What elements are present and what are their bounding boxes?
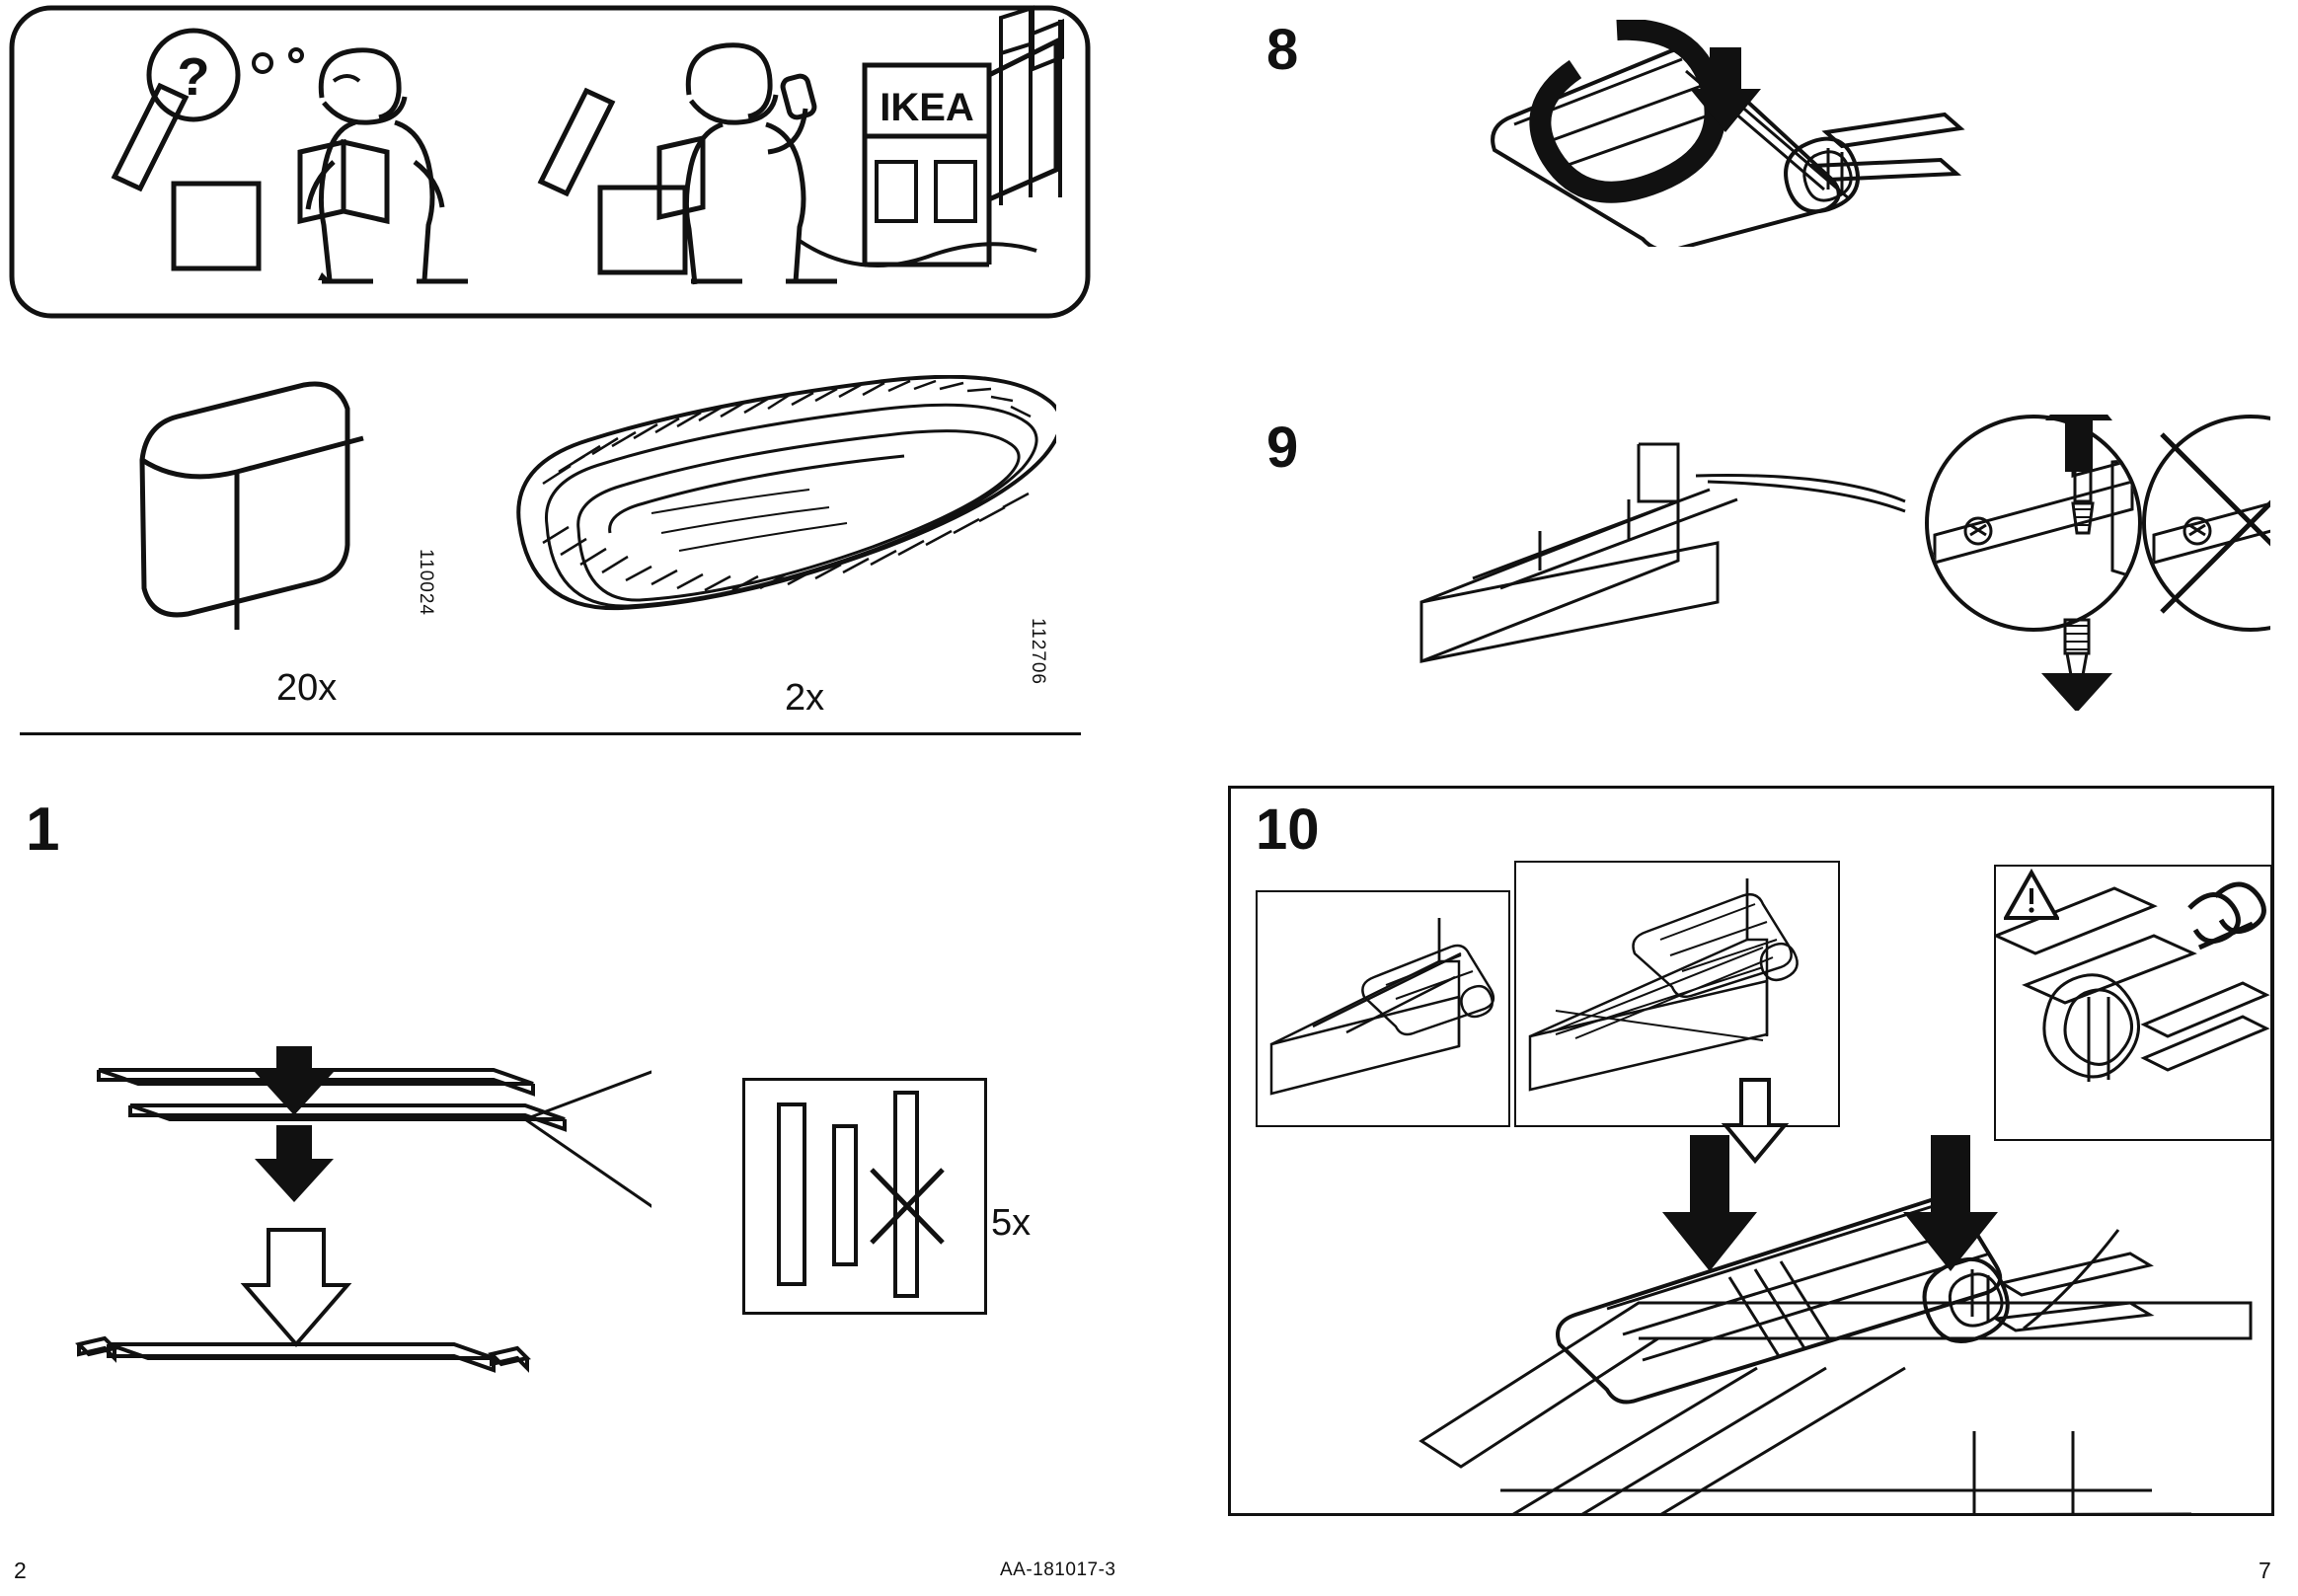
left-page-number: 2 xyxy=(14,1558,27,1583)
step-9-illustration xyxy=(1382,415,2270,711)
ikea-store-sign: IKEA xyxy=(880,86,974,129)
step-10-sub-illustration-a xyxy=(1256,890,1510,1127)
step-9-number: 9 xyxy=(1266,416,1299,480)
step-10-sub-illustration-b xyxy=(1514,861,1840,1127)
right-page-number: 7 xyxy=(2259,1558,2271,1583)
step-1-illustration xyxy=(39,1046,651,1382)
step-8-number: 8 xyxy=(1266,18,1299,82)
step-10-flow-arrow xyxy=(1720,1076,1789,1165)
section-divider xyxy=(20,732,1081,735)
document-id: AA-181017-3 xyxy=(1000,1559,1116,1580)
step-10-number: 10 xyxy=(1256,798,1320,862)
step-1-number: 1 xyxy=(26,796,60,864)
warning-triangle-icon xyxy=(2004,869,2059,924)
part-dowel-code: 110024 xyxy=(416,549,436,616)
step-1-detail-box xyxy=(742,1078,987,1315)
step-10-warning-box xyxy=(1994,865,2272,1141)
part-dowel-quantity: 20x xyxy=(276,667,338,709)
step-8-illustration xyxy=(1451,20,2083,247)
part-slatted-roll-code: 112706 xyxy=(1028,618,1048,685)
info-panel: ? xyxy=(8,4,1094,320)
step-1-detail-quantity: 5x xyxy=(991,1202,1032,1244)
part-slatted-roll-quantity: 2x xyxy=(785,677,825,719)
step-10-main-illustration xyxy=(1382,1135,2270,1516)
part-dowel-illustration xyxy=(128,375,395,651)
part-slatted-roll-illustration xyxy=(503,375,1056,661)
